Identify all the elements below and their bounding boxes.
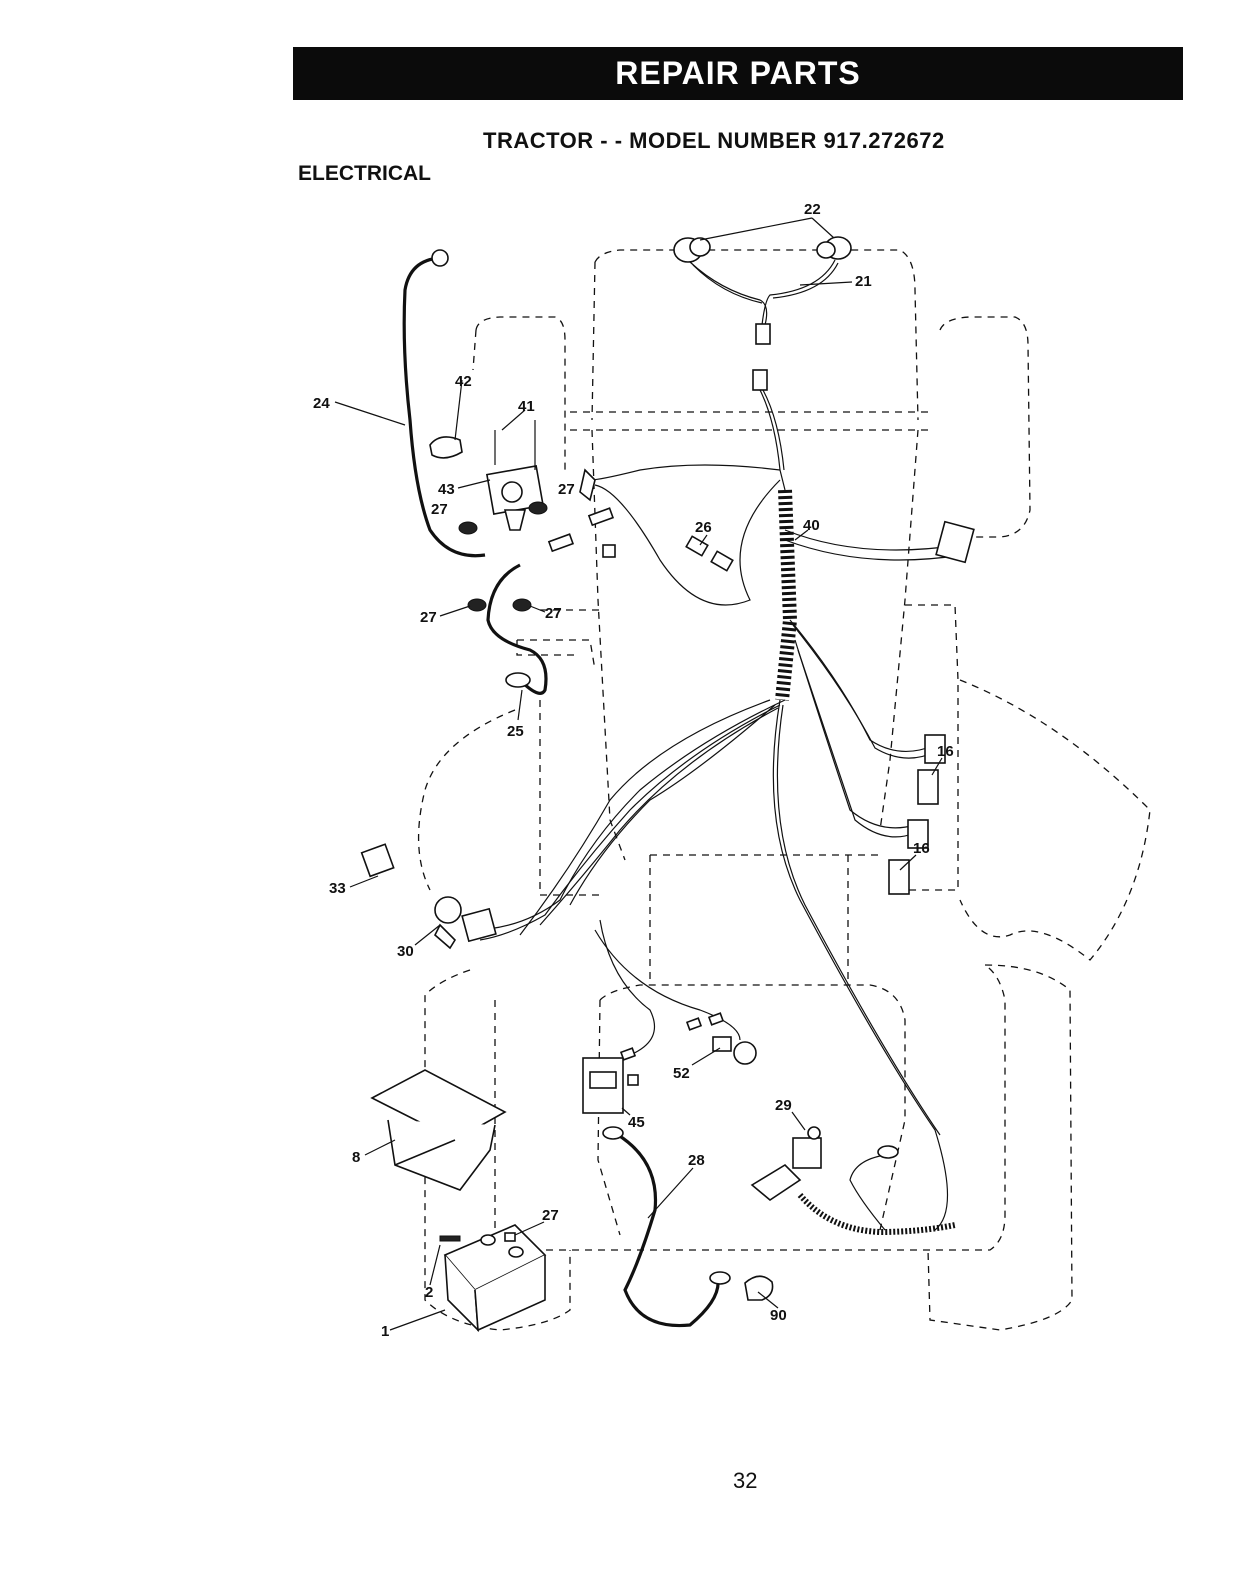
callout-1: 1	[381, 1323, 389, 1340]
callout-27-battery: 27	[542, 1207, 559, 1224]
callout-90: 90	[770, 1307, 787, 1324]
page-number: 32	[733, 1468, 757, 1494]
callout-28: 28	[688, 1152, 705, 1169]
callout-26: 26	[695, 519, 712, 536]
callout-43: 43	[438, 481, 455, 498]
callout-52: 52	[673, 1065, 690, 1082]
callout-33: 33	[329, 880, 346, 897]
callout-45: 45	[628, 1114, 645, 1131]
callout-27-solenoid: 27	[431, 501, 448, 518]
battery-area	[372, 1070, 545, 1330]
dash-components	[583, 1013, 955, 1325]
relay-26	[686, 536, 733, 570]
callout-2: 2	[425, 1284, 433, 1301]
callout-22: 22	[804, 201, 821, 218]
callout-16-upper: 16	[937, 743, 954, 760]
callout-8: 8	[352, 1149, 360, 1166]
callout-27-upper: 27	[558, 481, 575, 498]
callout-30: 30	[397, 943, 414, 960]
wiring-harness	[470, 390, 974, 1230]
callout-42: 42	[455, 373, 472, 390]
callout-25: 25	[507, 723, 524, 740]
headlight-assembly	[674, 237, 851, 390]
callout-21: 21	[855, 273, 872, 290]
callout-41: 41	[518, 398, 535, 415]
callout-16-lower: 16	[913, 840, 930, 857]
callout-27-left: 27	[420, 609, 437, 626]
callout-40: 40	[803, 517, 820, 534]
callout-24: 24	[313, 395, 330, 412]
callout-29: 29	[775, 1097, 792, 1114]
ignition-switch-area	[362, 844, 496, 948]
callout-27-right: 27	[545, 605, 562, 622]
